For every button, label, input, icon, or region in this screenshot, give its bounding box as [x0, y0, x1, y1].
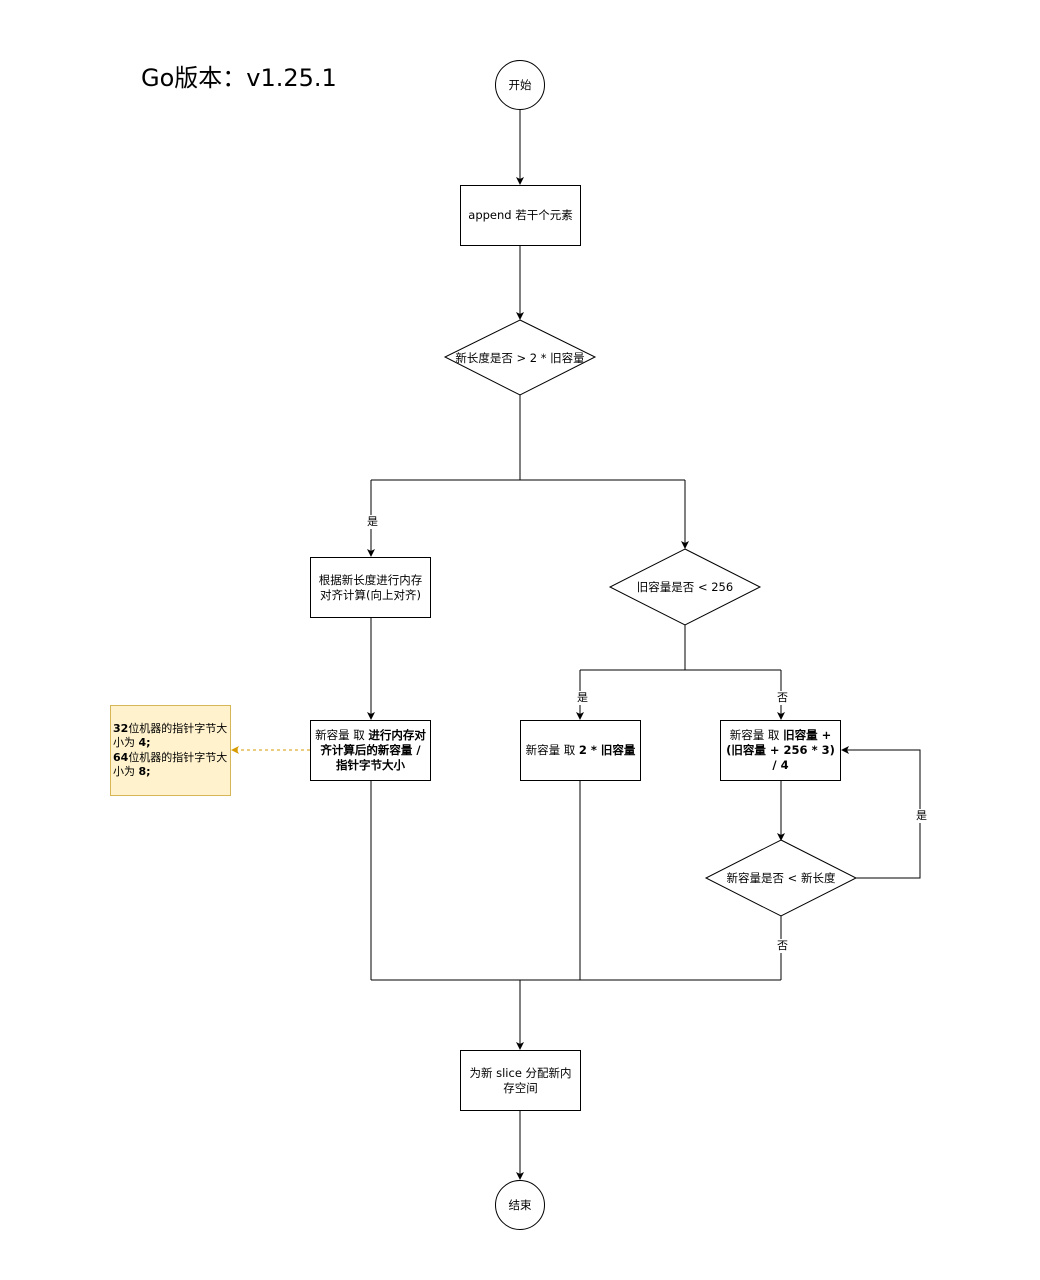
cap-align-process: 新容量 取 进行内存对齐计算后的新容量 / 指针字节大小: [310, 720, 431, 781]
decision-old-cap-label: 旧容量是否 < 256: [636, 580, 734, 594]
edge-label-loop-no: 否: [776, 939, 789, 953]
start-label: 开始: [508, 78, 532, 92]
edge-label-cap-yes: 是: [576, 691, 589, 705]
cap-grow-bold: 旧容量 + (旧容量 + 256 * 3) / 4: [726, 728, 835, 772]
note-line-32: 32位机器的指针字节大小为 4;: [113, 722, 228, 751]
cap-align-prefix: 新容量 取: [315, 728, 369, 742]
cap-grow-prefix: 新容量 取: [729, 728, 784, 742]
note-line-64: 64位机器的指针字节大小为 8;: [113, 751, 228, 780]
cap-double-process: 新容量 取 2 * 旧容量: [520, 720, 641, 781]
decision-new-length-diamond: [443, 319, 597, 396]
decision-loop: 新容量是否 < 新长度: [706, 840, 856, 916]
align-calc-label: 根据新长度进行内存对齐计算(向上对齐): [318, 572, 423, 602]
decision-old-cap: 旧容量是否 < 256: [610, 549, 760, 625]
edge-condlen-split: [371, 395, 685, 481]
alloc-process: 为新 slice 分配新内存空间: [460, 1050, 581, 1111]
cap-grow-label: 新容量 取 旧容量 + (旧容量 + 256 * 3) / 4: [724, 728, 837, 773]
append-process: append 若干个元素: [460, 185, 581, 246]
cap-align-bold: 进行内存对齐计算后的新容量 / 指针字节大小: [320, 728, 426, 772]
note-64-value: 8;: [138, 765, 151, 778]
end-label: 结束: [508, 1198, 532, 1212]
edge-label-cap-no: 否: [776, 691, 789, 705]
align-calc-process: 根据新长度进行内存对齐计算(向上对齐): [310, 557, 431, 618]
note-32-bits: 32: [113, 721, 129, 735]
decision-new-length-label: 新长度是否 > 2 * 旧容量: [455, 350, 585, 365]
note-64-text: 位机器的指针字节大小为: [113, 750, 228, 779]
cap-double-label: 新容量 取 2 * 旧容量: [526, 743, 636, 758]
decision-old-cap-diamond: [608, 548, 762, 626]
end-node: 结束: [495, 1180, 545, 1230]
decision-new-length: 新长度是否 > 2 * 旧容量: [445, 320, 595, 395]
note-32-text: 位机器的指针字节大小为: [113, 721, 228, 750]
pointer-size-note: 32位机器的指针字节大小为 4; 64位机器的指针字节大小为 8;: [110, 705, 231, 796]
cap-double-bold: 2 * 旧容量: [578, 743, 636, 757]
edge-label-yes: 是: [366, 515, 379, 529]
cap-align-label: 新容量 取 进行内存对齐计算后的新容量 / 指针字节大小: [314, 728, 427, 773]
note-32-value: 4;: [138, 736, 151, 749]
decision-loop-label: 新容量是否 < 新长度: [726, 871, 836, 885]
alloc-label: 为新 slice 分配新内存空间: [469, 1065, 572, 1095]
version-title: Go版本：v1.25.1: [141, 64, 337, 92]
edge-condcap-split: [580, 625, 781, 671]
start-node: 开始: [495, 60, 545, 110]
cap-double-prefix: 新容量 取: [525, 743, 579, 757]
decision-loop-diamond: [704, 839, 858, 917]
edge-label-loop-yes: 是: [915, 809, 928, 823]
append-label: append 若干个元素: [468, 208, 573, 222]
note-64-bits: 64: [113, 750, 129, 764]
cap-grow-process: 新容量 取 旧容量 + (旧容量 + 256 * 3) / 4: [720, 720, 841, 781]
